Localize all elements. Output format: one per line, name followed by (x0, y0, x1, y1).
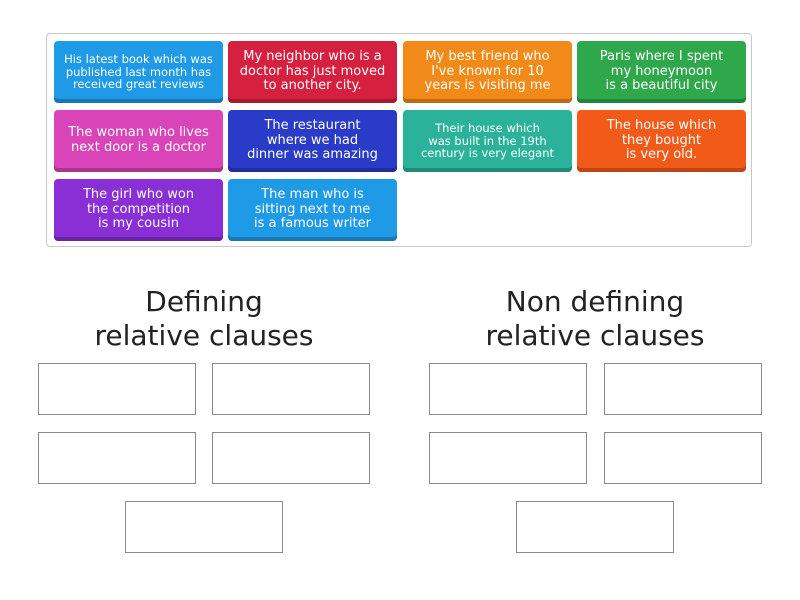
answer-card[interactable]: His latest book which was published last… (54, 41, 223, 103)
drop-slot-defining[interactable] (125, 501, 283, 553)
answer-card[interactable]: The man who is sitting next to me is a f… (228, 179, 397, 241)
answer-card[interactable]: My neighbor who is a doctor has just mov… (228, 41, 397, 103)
card-pool: His latest book which was published last… (46, 33, 752, 247)
answer-card[interactable]: The restaurant where we had dinner was a… (228, 110, 397, 172)
drop-slot-defining[interactable] (38, 432, 196, 484)
drop-slot-defining[interactable] (38, 363, 196, 415)
answer-card[interactable]: Paris where I spent my honeymoon is a be… (577, 41, 746, 103)
drop-slot-defining[interactable] (212, 432, 370, 484)
drop-slot-non-defining[interactable] (429, 432, 587, 484)
drop-slot-defining[interactable] (212, 363, 370, 415)
group-title-non-defining: Non defining relative clauses (485, 285, 705, 352)
answer-card[interactable]: My best friend who I've known for 10 yea… (403, 41, 572, 103)
answer-card[interactable]: The woman who lives next door is a docto… (54, 110, 223, 172)
answer-card[interactable]: Their house which was built in the 19th … (403, 110, 572, 172)
answer-card[interactable]: The house which they bought is very old. (577, 110, 746, 172)
drop-slot-non-defining[interactable] (604, 363, 762, 415)
group-title-defining: Defining relative clauses (94, 285, 314, 352)
drop-slot-non-defining[interactable] (516, 501, 674, 553)
answer-card[interactable]: The girl who won the competition is my c… (54, 179, 223, 241)
drop-slot-non-defining[interactable] (429, 363, 587, 415)
drop-slot-non-defining[interactable] (604, 432, 762, 484)
